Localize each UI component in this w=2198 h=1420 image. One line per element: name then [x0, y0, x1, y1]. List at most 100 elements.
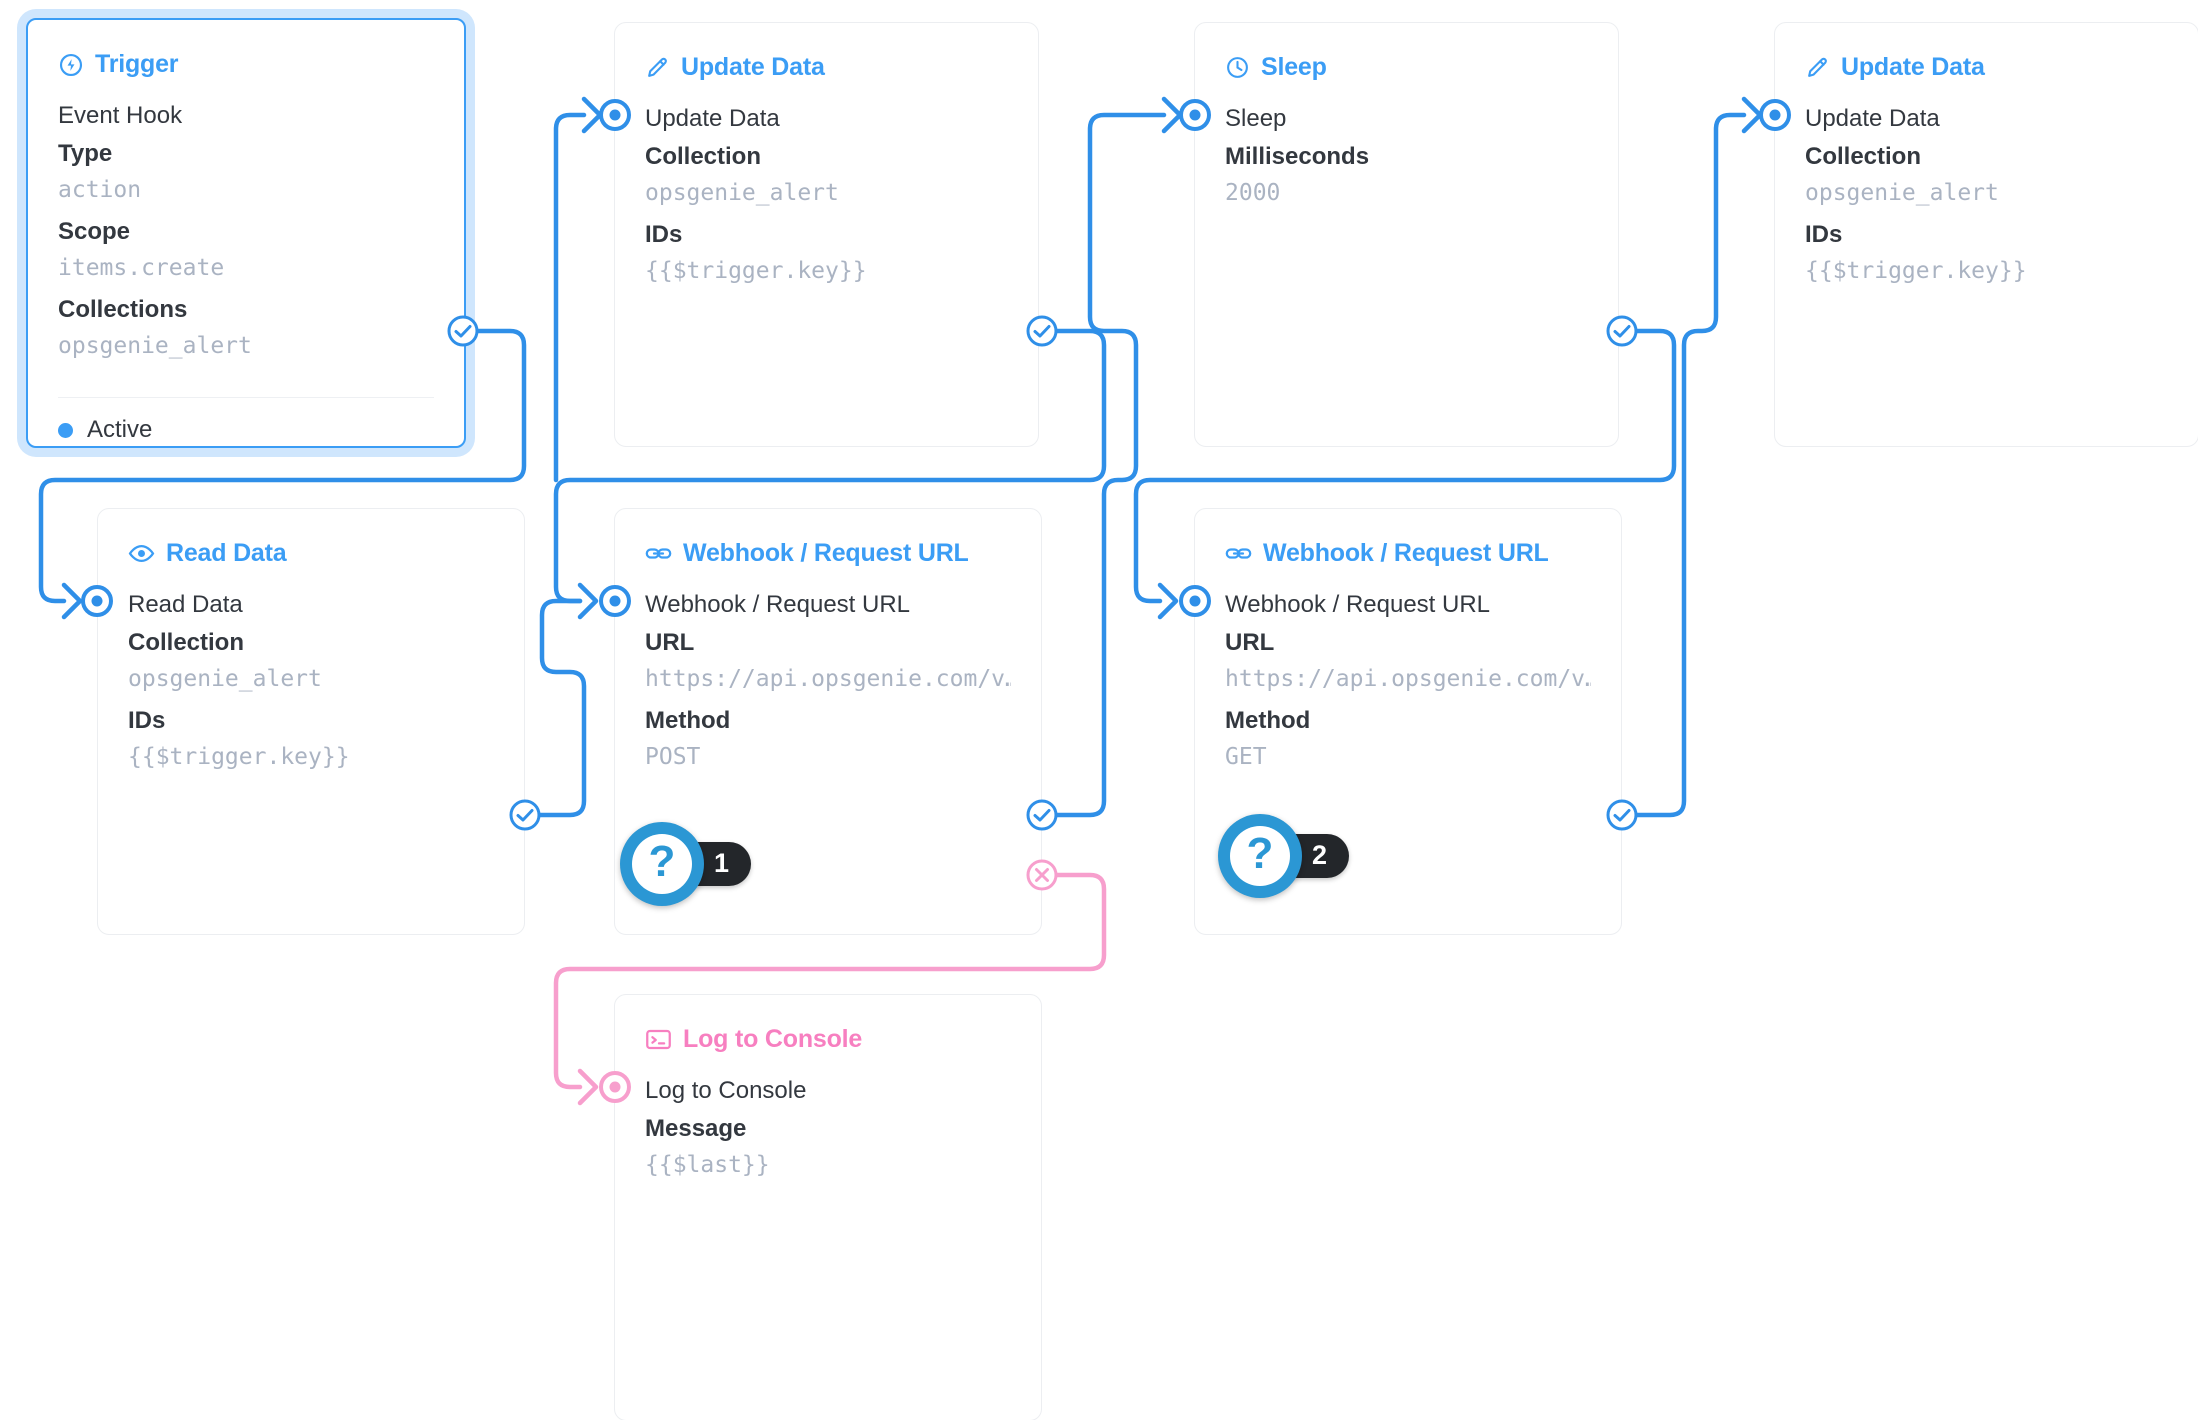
field-value: items.create	[58, 255, 225, 281]
node-body-sleep: Sleep Milliseconds 2000	[1195, 82, 1618, 210]
port-target-webhook-2[interactable]	[1177, 583, 1213, 619]
field-label: Collections	[58, 296, 188, 323]
node-title: Event Hook	[58, 102, 183, 129]
node-title: Read Data	[128, 591, 243, 618]
status-badge: Active	[58, 398, 434, 444]
console-icon	[645, 1026, 672, 1053]
field-label: Type	[58, 140, 113, 167]
pencil-icon	[645, 55, 670, 80]
port-target-read-data[interactable]	[79, 583, 115, 619]
node-header-label: Trigger	[95, 50, 179, 78]
port-target-log-to-console[interactable]	[597, 1069, 633, 1105]
question-mark-icon[interactable]: ?	[1218, 814, 1302, 898]
node-title: Log to Console	[645, 1077, 807, 1104]
node-trigger[interactable]: Trigger Event Hook Type action Scope ite…	[26, 18, 466, 448]
field-value: opsgenie_alert	[645, 180, 839, 206]
bolt-circle-icon	[58, 52, 84, 78]
node-header-label: Webhook / Request URL	[683, 539, 969, 567]
field-label: Message	[645, 1115, 747, 1142]
node-sleep[interactable]: Sleep Sleep Milliseconds 2000	[1194, 22, 1619, 447]
field-value: {{$trigger.key}}	[128, 744, 350, 770]
port-reject-webhook-1[interactable]	[1024, 857, 1060, 893]
node-title: Sleep	[1225, 105, 1287, 132]
node-header-log-to-console: Log to Console	[615, 995, 1041, 1054]
field-value: {{$trigger.key}}	[645, 258, 867, 284]
node-body-log-to-console: Log to Console Message {{$last}}	[615, 1054, 1041, 1182]
port-target-update-data-1[interactable]	[597, 97, 633, 133]
link-icon	[1225, 540, 1252, 567]
field-label: IDs	[645, 221, 683, 248]
node-header-webhook-1: Webhook / Request URL	[615, 509, 1041, 568]
field-value: opsgenie_alert	[58, 333, 252, 359]
port-target-update-data-2[interactable]	[1757, 97, 1793, 133]
question-mark-icon[interactable]: ?	[620, 822, 704, 906]
node-header-label: Log to Console	[683, 1025, 863, 1053]
port-resolve-trigger[interactable]	[445, 313, 481, 349]
port-resolve-update-data-1[interactable]	[1024, 313, 1060, 349]
divider	[58, 397, 434, 398]
port-target-webhook-1[interactable]	[597, 583, 633, 619]
node-header-read-data: Read Data	[98, 509, 524, 568]
field-value: opsgenie_alert	[1805, 180, 1999, 206]
field-label: Collection	[128, 629, 245, 656]
field-value: GET	[1225, 744, 1267, 770]
field-value: POST	[645, 744, 701, 770]
node-header-webhook-2: Webhook / Request URL	[1195, 509, 1621, 568]
node-log-to-console[interactable]: Log to Console Log to Console Message {{…	[614, 994, 1042, 1420]
help-badge-2[interactable]: ? 2	[1218, 814, 1350, 898]
field-value: https://api.opsgenie.com/v…	[1225, 666, 1591, 692]
node-body-read-data: Read Data Collection opsgenie_alert IDs …	[98, 568, 524, 774]
field-label: URL	[1225, 629, 1275, 656]
link-icon	[645, 540, 672, 567]
node-header-trigger: Trigger	[28, 20, 464, 79]
field-value: {{$last}}	[645, 1152, 770, 1178]
node-header-label: Update Data	[1841, 53, 1985, 81]
node-update-data-2[interactable]: Update Data Update Data Collection opsge…	[1774, 22, 2198, 447]
port-resolve-sleep[interactable]	[1604, 313, 1640, 349]
pencil-icon	[1805, 55, 1830, 80]
node-header-update-data-1: Update Data	[615, 23, 1038, 82]
node-title: Webhook / Request URL	[1225, 591, 1491, 618]
question-mark-glyph: ?	[632, 834, 692, 894]
node-header-label: Webhook / Request URL	[1263, 539, 1549, 567]
field-label: URL	[645, 629, 695, 656]
node-title: Update Data	[1805, 105, 1940, 132]
node-body-update-data-1: Update Data Collection opsgenie_alert ID…	[615, 82, 1038, 288]
port-resolve-webhook-1[interactable]	[1024, 797, 1060, 833]
help-badge-1[interactable]: ? 1	[620, 822, 752, 906]
field-value: opsgenie_alert	[128, 666, 322, 692]
node-header-label: Sleep	[1261, 53, 1327, 81]
node-body-webhook-2: Webhook / Request URL URL https://api.op…	[1195, 568, 1621, 774]
field-label: Method	[645, 707, 731, 734]
node-header-sleep: Sleep	[1195, 23, 1618, 82]
node-header-label: Update Data	[681, 53, 825, 81]
field-value: action	[58, 177, 142, 203]
field-label: Scope	[58, 218, 131, 245]
node-body-webhook-1: Webhook / Request URL URL https://api.op…	[615, 568, 1041, 774]
node-header-label: Read Data	[166, 539, 287, 567]
node-title: Update Data	[645, 105, 780, 132]
field-label: IDs	[128, 707, 166, 734]
clock-icon	[1225, 55, 1250, 80]
status-label: Active	[87, 416, 153, 443]
node-read-data[interactable]: Read Data Read Data Collection opsgenie_…	[97, 508, 525, 935]
question-mark-glyph: ?	[1230, 826, 1290, 886]
port-resolve-webhook-2[interactable]	[1604, 797, 1640, 833]
field-label: IDs	[1805, 221, 1843, 248]
node-body-update-data-2: Update Data Collection opsgenie_alert ID…	[1775, 82, 2198, 288]
status-dot-icon	[58, 422, 73, 438]
port-target-sleep[interactable]	[1177, 97, 1213, 133]
port-resolve-read-data[interactable]	[507, 797, 543, 833]
node-update-data-1[interactable]: Update Data Update Data Collection opsge…	[614, 22, 1039, 447]
field-value: {{$trigger.key}}	[1805, 258, 2027, 284]
field-label: Collection	[1805, 143, 1922, 170]
field-value: 2000	[1225, 180, 1281, 206]
field-value: https://api.opsgenie.com/v…	[645, 666, 1011, 692]
node-body-trigger: Event Hook Type action Scope items.creat…	[28, 79, 464, 444]
field-label: Collection	[645, 143, 762, 170]
eye-icon	[128, 540, 155, 567]
node-header-update-data-2: Update Data	[1775, 23, 2198, 82]
field-label: Method	[1225, 707, 1311, 734]
